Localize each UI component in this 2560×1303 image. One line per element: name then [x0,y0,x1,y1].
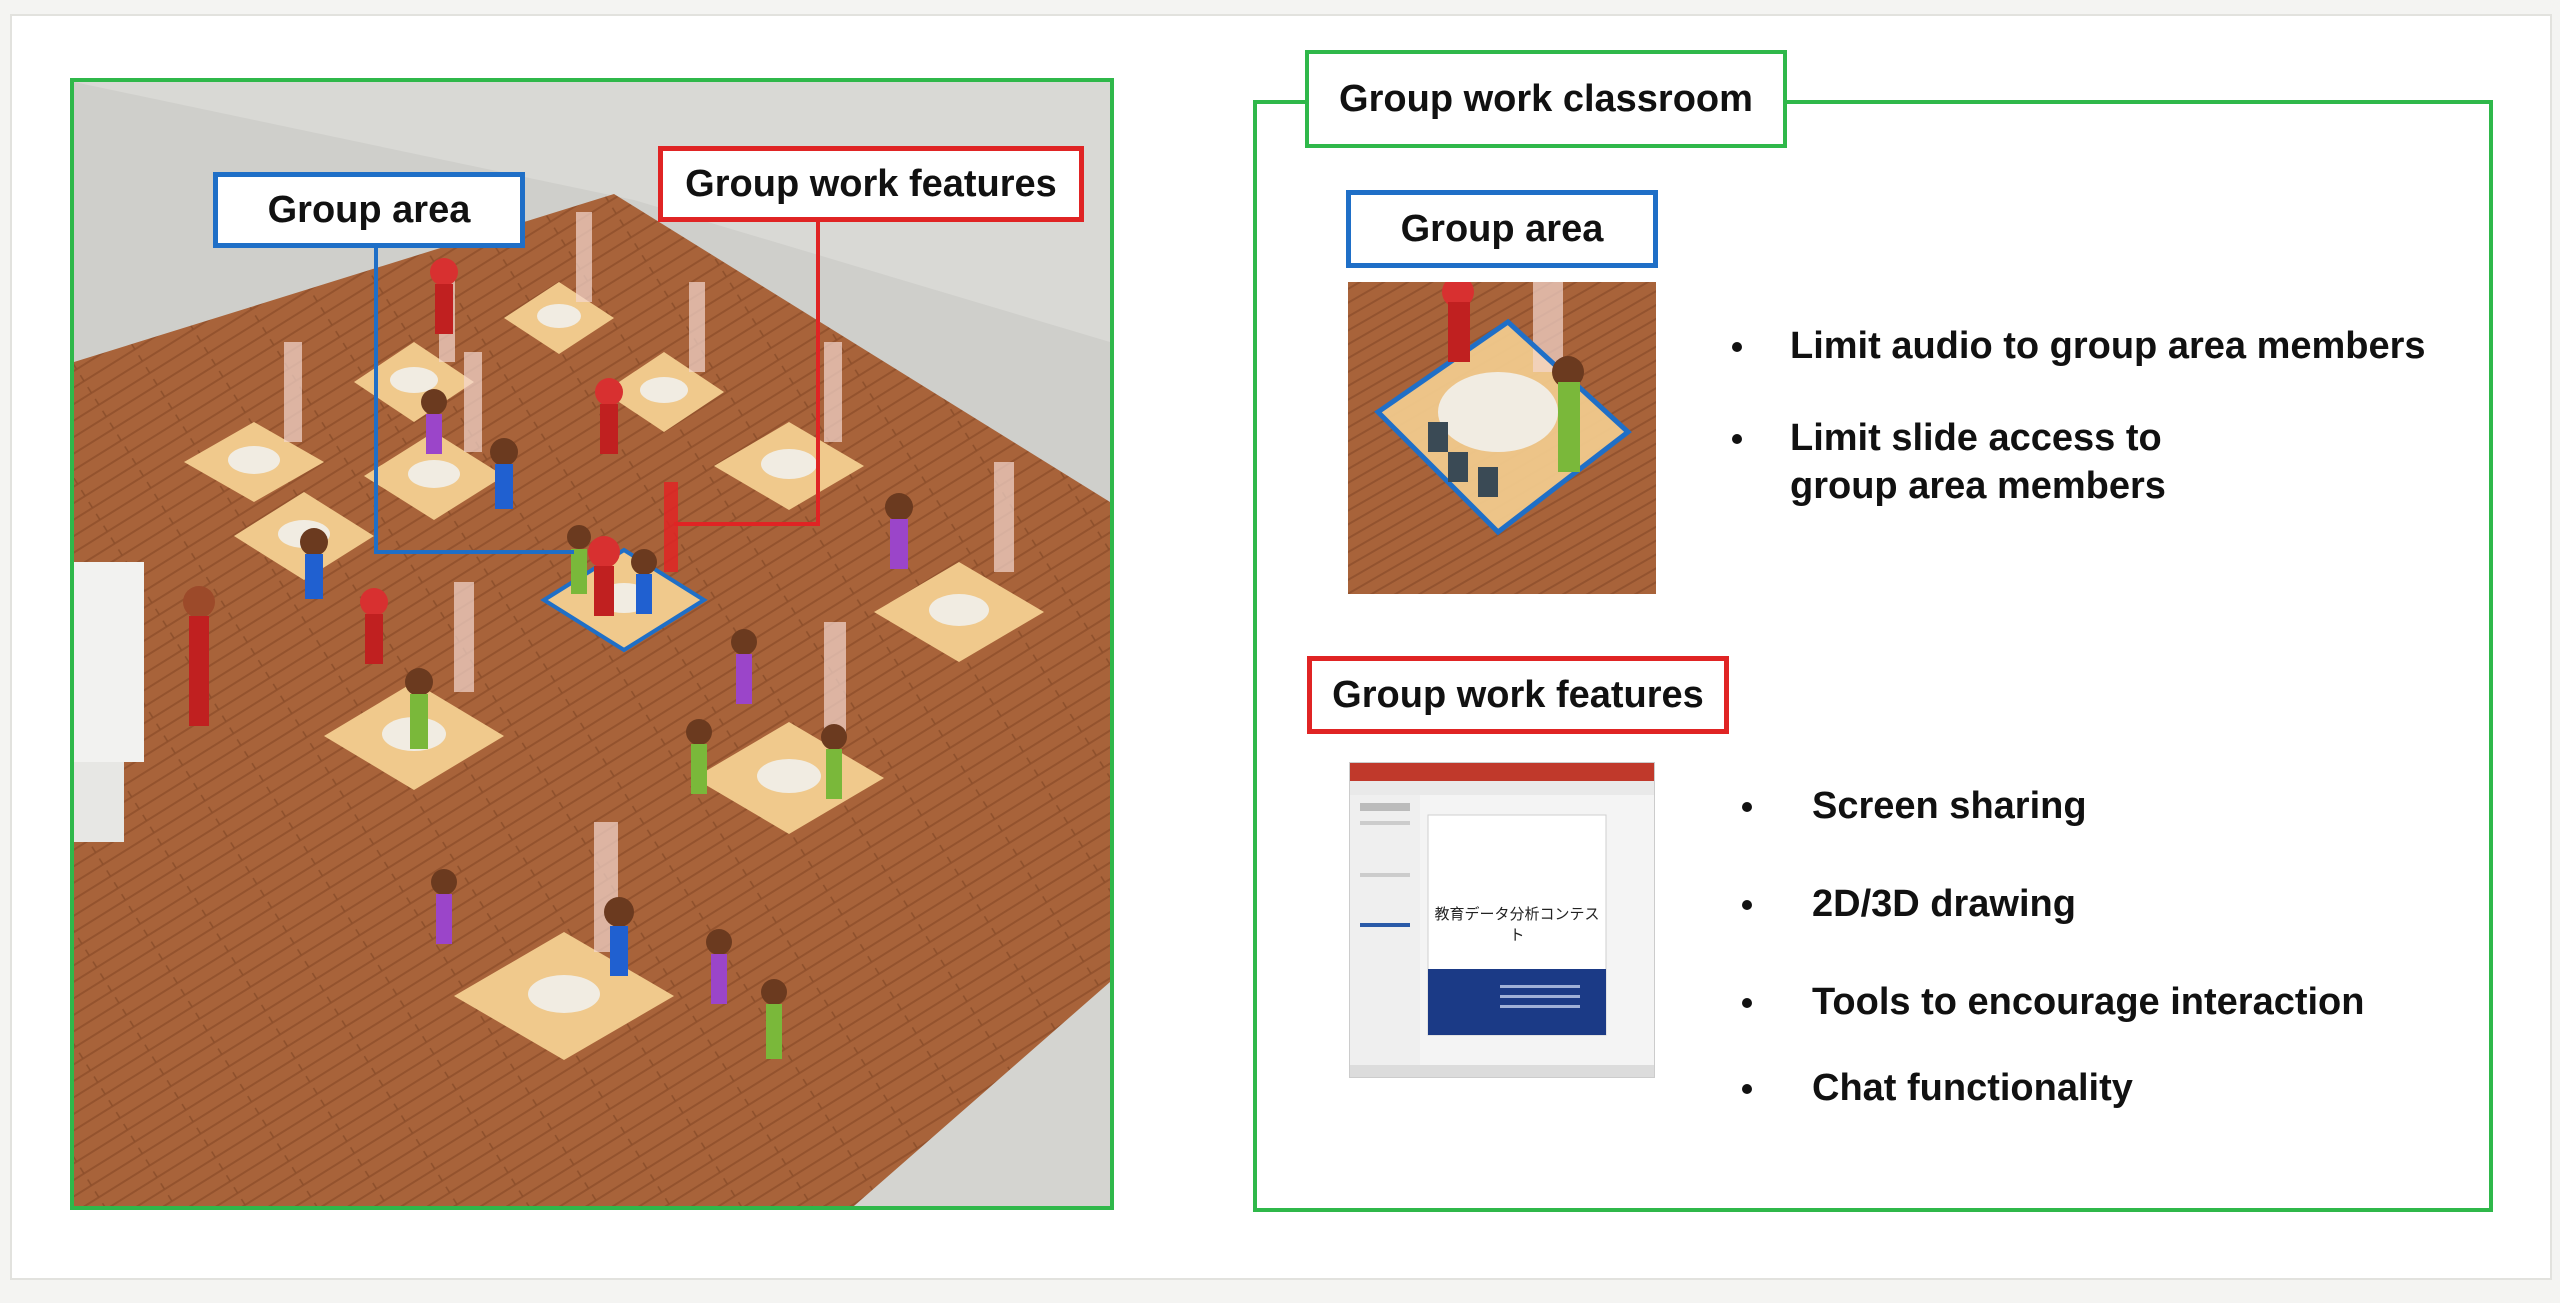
group-area-thumbnail [1348,282,1656,594]
group-area-bullets: Limit audio to group area members Limit … [1732,322,2426,510]
group-area-connector [374,242,574,554]
legend-panel [1253,100,2493,1212]
classroom-scene: Group area Group work features [70,78,1114,1210]
screen-sharing-thumbnail: 教育データ分析コンテスト [1349,762,1655,1078]
group-area-callout: Group area [213,172,525,248]
bullet-text: Limit slide access to [1790,417,2162,459]
group-area-section-label-text: Group area [1400,207,1604,250]
group-work-features-callout: Group work features [658,146,1084,222]
group-work-features-bullets: Screen sharing 2D/3D drawing Tools to en… [1742,782,2364,1112]
bullet-text: Screen sharing [1812,785,2087,827]
avatars [183,258,913,1059]
bullet-text: Limit audio to group area members [1790,325,2426,367]
panel-title: Group work classroom [1305,50,1787,148]
group-area-section-label: Group area [1346,190,1658,268]
features-bullet: Tools to encourage interaction [1742,978,2364,1026]
classroom-illustration [74,82,1110,1206]
bullet-text: 2D/3D drawing [1812,883,2076,925]
group-area-bullet-continuation: group area members [1732,462,2426,510]
features-bullet: Chat functionality [1742,1064,2364,1112]
features-bullet: Screen sharing [1742,782,2364,830]
group-area-bullet: Limit slide access to [1732,414,2426,462]
bullet-text: group area members [1790,465,2166,507]
bullet-text: Chat functionality [1812,1067,2133,1109]
group-work-features-callout-label: Group work features [685,162,1057,205]
bullet-text: Tools to encourage interaction [1812,981,2365,1023]
group-work-features-section-label-text: Group work features [1332,673,1704,716]
features-bullet: 2D/3D drawing [1742,880,2364,928]
group-work-features-section-label: Group work features [1307,656,1729,734]
slide-title: 教育データ分析コンテスト [1434,905,1600,944]
group-area-callout-label: Group area [267,188,471,231]
group-work-features-connector [674,218,820,526]
panel-title-text: Group work classroom [1339,77,1753,120]
group-area-bullet: Limit audio to group area members [1732,322,2426,370]
